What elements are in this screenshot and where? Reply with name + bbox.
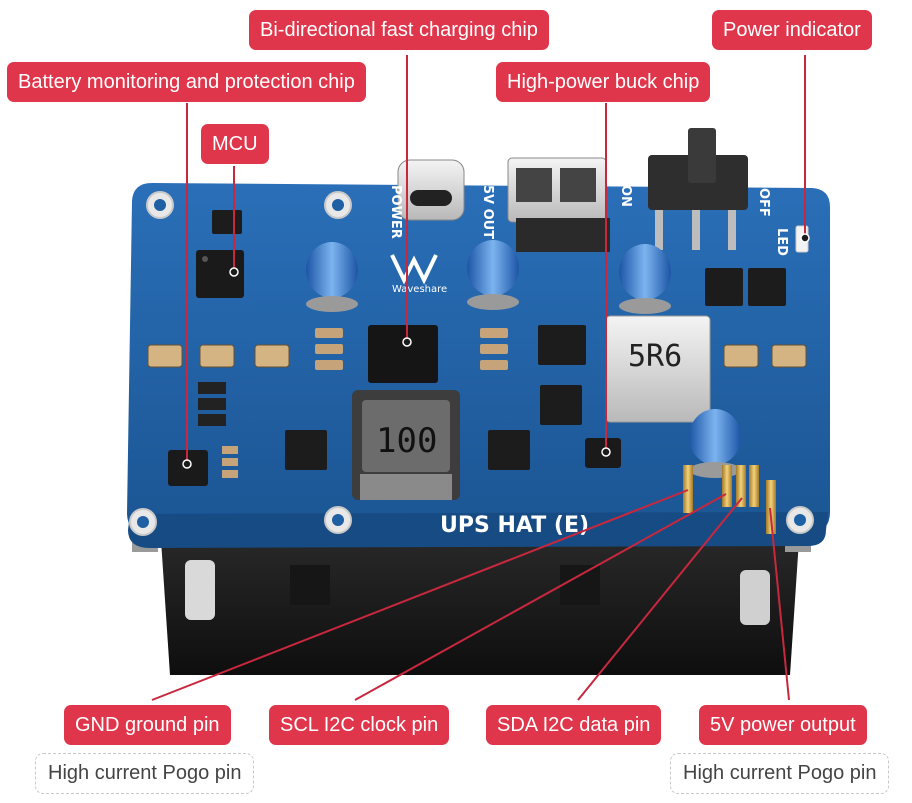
label-buck-chip: High-power buck chip [496, 62, 711, 102]
inductor-large-label: 100 [376, 421, 437, 461]
label-scl-pin: SCL I2C clock pin [269, 705, 450, 745]
note-pogo-right: High current Pogo pin [670, 753, 890, 794]
label-gnd-pin: GND ground pin [64, 705, 231, 745]
leader-lines [151, 55, 806, 701]
label-power-indicator: Power indicator [712, 10, 872, 50]
label-sda-pin: SDA I2C data pin [486, 705, 662, 745]
5v-out-silk: 5V OUT [480, 185, 495, 239]
off-silk: OFF [756, 188, 771, 217]
label-mcu: MCU [201, 124, 269, 164]
led-silk: LED [774, 228, 789, 256]
label-battery-monitoring-chip: Battery monitoring and protection chip [7, 62, 366, 102]
pogo-pins [683, 465, 776, 534]
inductor-small-label: 5R6 [628, 339, 682, 374]
on-silk: ON [618, 185, 633, 207]
brand-silk: Waveshare [392, 284, 447, 295]
power-silk: POWER [388, 185, 403, 239]
label-bidirectional-charging-chip: Bi-directional fast charging chip [249, 10, 549, 50]
note-pogo-left: High current Pogo pin [35, 753, 255, 794]
board-title: UPS HAT (E) [440, 513, 589, 538]
label-5v-output: 5V power output [699, 705, 867, 745]
